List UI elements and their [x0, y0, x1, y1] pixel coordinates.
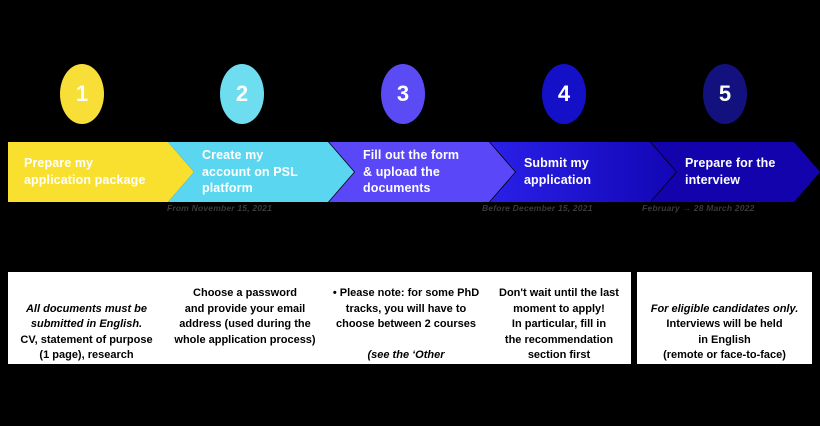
date-caption-step-4: Before December 15, 2021 [482, 203, 593, 213]
note-lead-5: For eligible candidates only. [650, 302, 799, 315]
note-box-step-4-body-text: Don't wait until the last moment to appl… [499, 287, 619, 362]
process-arrow-4-label: Submit my application [524, 156, 592, 187]
note-box-step-1: All documents must be submitted in Engli… [8, 272, 165, 364]
process-arrow-5: Prepare for the interview [651, 142, 820, 202]
process-arrow-5-label: Prepare for the interview [685, 156, 776, 187]
note-tail-3: (see the ‘Other information’ tab) [367, 349, 445, 362]
note-box-step-1-lead-text: All documents must be submitted in Engli… [14, 286, 159, 333]
note-box-step-5-lead-text: For eligible candidates only. [643, 286, 806, 317]
date-caption-step-5: February → 28 March 2022 [642, 203, 755, 213]
process-arrow-3-label: Fill out the form & upload the documents [363, 148, 460, 196]
note-box-step-3: • Please note: for some PhD tracks, you … [325, 272, 487, 364]
note-box-step-4: Don't wait until the last moment to appl… [487, 272, 631, 364]
note-box-step-3-body-text: • Please note: for some PhD tracks, you … [332, 287, 480, 331]
process-arrow-1: Prepare my application package [8, 142, 194, 202]
note-box-step-5: For eligible candidates only. Interviews… [637, 272, 812, 364]
process-arrow-band: Prepare my application package Create my… [0, 142, 820, 202]
step-circle-1: 1 [60, 64, 104, 124]
note-box-step-2-body-text: Choose a password and provide your email… [174, 287, 316, 346]
note-box-step-5-body-text: Interviews will be held in English (remo… [663, 318, 786, 362]
process-arrow-1-label: Prepare my application package [24, 156, 146, 187]
process-arrow-2-label: Create my account on PSL platform [202, 148, 298, 196]
step-circle-5: 5 [703, 64, 747, 124]
process-arrow-4: Submit my application [490, 142, 676, 202]
note-box-step-3-tail-text: (see the ‘Other information’ tab) [331, 333, 481, 364]
note-band: All documents must be submitted in Engli… [0, 272, 820, 364]
process-arrow-2: Create my account on PSL platform [168, 142, 354, 202]
step-circle-3: 3 [381, 64, 425, 124]
step-number-row: 1 2 3 4 5 [0, 64, 820, 126]
note-box-step-1-body-text: CV, statement of purpose (1 page), resea… [20, 333, 153, 362]
step-circle-4: 4 [542, 64, 586, 124]
step-circle-2: 2 [220, 64, 264, 124]
process-arrow-3: Fill out the form & upload the documents [329, 142, 515, 202]
date-caption-step-2: From November 15, 2021 [167, 203, 273, 213]
note-lead-1: All documents must be submitted in Engli… [25, 302, 148, 331]
note-box-step-2: Choose a password and provide your email… [165, 272, 325, 364]
